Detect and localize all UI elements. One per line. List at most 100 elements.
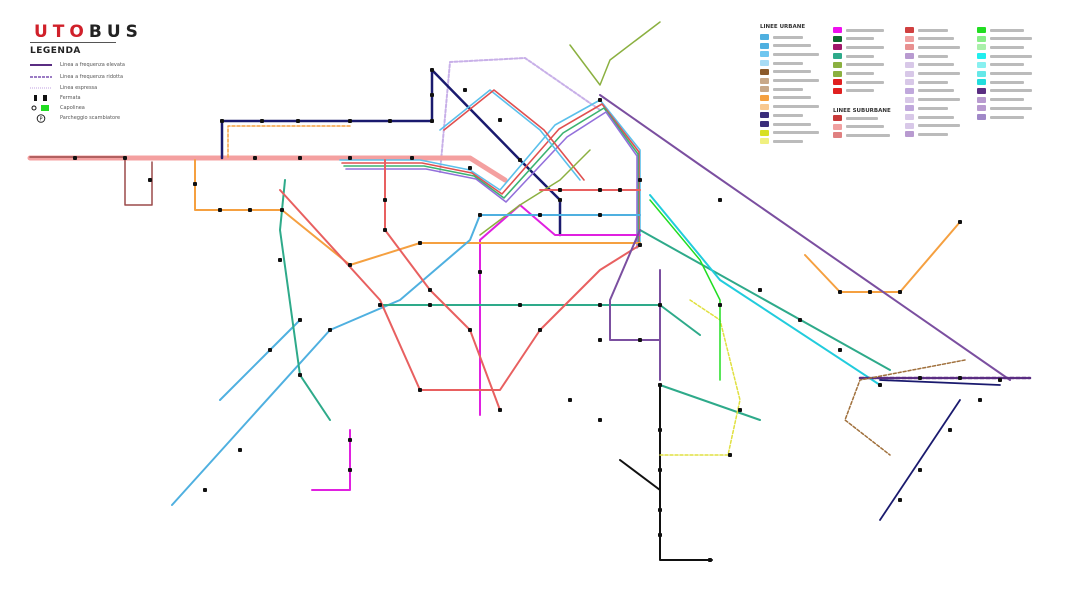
stop-marker[interactable]	[598, 418, 602, 422]
stop-marker[interactable]	[348, 438, 352, 442]
line-legend-item	[833, 61, 884, 69]
stop-marker[interactable]	[348, 263, 352, 267]
stop-marker[interactable]	[378, 303, 382, 307]
stop-marker[interactable]	[868, 290, 872, 294]
stop-marker[interactable]	[638, 243, 642, 247]
stop-marker[interactable]	[658, 508, 662, 512]
line-legend-item	[905, 104, 948, 112]
stop-marker[interactable]	[598, 303, 602, 307]
stop-marker[interactable]	[463, 88, 467, 92]
stop-marker[interactable]	[948, 428, 952, 432]
stop-marker[interactable]	[598, 338, 602, 342]
stop-marker[interactable]	[758, 288, 762, 292]
stop-marker[interactable]	[148, 178, 152, 182]
stop-marker[interactable]	[388, 119, 392, 123]
stop-marker[interactable]	[428, 303, 432, 307]
stop-marker[interactable]	[958, 220, 962, 224]
stop-marker[interactable]	[478, 270, 482, 274]
stop-marker[interactable]	[538, 213, 542, 217]
stop-marker[interactable]	[220, 119, 224, 123]
line-badge	[833, 53, 842, 60]
stop-marker[interactable]	[558, 188, 562, 192]
line-description	[990, 37, 1032, 41]
stop-marker[interactable]	[498, 408, 502, 412]
stop-marker[interactable]	[478, 213, 482, 217]
line-legend-item	[760, 137, 803, 145]
line-badge	[905, 87, 914, 94]
stop-marker[interactable]	[430, 119, 434, 123]
stop-marker[interactable]	[638, 338, 642, 342]
stop-marker[interactable]	[568, 398, 572, 402]
stop-marker[interactable]	[73, 156, 77, 160]
stop-marker[interactable]	[278, 258, 282, 262]
stop-marker[interactable]	[958, 376, 962, 380]
stop-marker[interactable]	[658, 533, 662, 537]
stop-marker[interactable]	[518, 158, 522, 162]
stop-marker[interactable]	[410, 156, 414, 160]
stop-marker[interactable]	[218, 208, 222, 212]
stop-marker[interactable]	[296, 119, 300, 123]
stop-marker[interactable]	[348, 468, 352, 472]
stop-marker[interactable]	[348, 119, 352, 123]
stop-marker[interactable]	[898, 290, 902, 294]
stop-marker[interactable]	[518, 303, 522, 307]
stop-marker[interactable]	[260, 119, 264, 123]
stop-marker[interactable]	[383, 198, 387, 202]
stop-marker[interactable]	[838, 348, 842, 352]
legend-item-high-frequency: Linea a frequenza elevata	[30, 60, 125, 70]
stop-marker[interactable]	[738, 408, 742, 412]
stop-marker[interactable]	[638, 178, 642, 182]
stop-marker[interactable]	[418, 388, 422, 392]
stop-marker[interactable]	[658, 468, 662, 472]
stop-marker[interactable]	[253, 156, 257, 160]
stop-marker[interactable]	[383, 228, 387, 232]
stop-marker[interactable]	[298, 156, 302, 160]
line-description	[918, 115, 954, 119]
stop-marker[interactable]	[280, 208, 284, 212]
stop-marker[interactable]	[123, 156, 127, 160]
stop-marker[interactable]	[348, 156, 352, 160]
stop-marker[interactable]	[538, 328, 542, 332]
stop-marker[interactable]	[838, 290, 842, 294]
stop-marker[interactable]	[193, 182, 197, 186]
stop-marker[interactable]	[298, 373, 302, 377]
stop-marker[interactable]	[418, 241, 422, 245]
stop-marker[interactable]	[658, 428, 662, 432]
stop-marker[interactable]	[998, 378, 1002, 382]
stop-marker[interactable]	[558, 198, 562, 202]
stop-marker[interactable]	[268, 348, 272, 352]
stop-marker[interactable]	[238, 448, 242, 452]
stop-marker[interactable]	[618, 188, 622, 192]
stop-marker[interactable]	[430, 68, 434, 72]
stop-marker[interactable]	[728, 453, 732, 457]
stop-marker[interactable]	[598, 188, 602, 192]
line-legend-item	[833, 131, 890, 139]
line-legend-item	[905, 35, 954, 43]
line-badge	[977, 53, 986, 60]
dotted-line-icon	[30, 86, 52, 90]
stop-marker[interactable]	[708, 558, 712, 562]
stop-marker[interactable]	[468, 166, 472, 170]
stop-marker[interactable]	[498, 118, 502, 122]
stop-marker[interactable]	[898, 498, 902, 502]
line-badge	[760, 77, 769, 84]
stop-marker[interactable]	[598, 213, 602, 217]
line-legend-item	[977, 35, 1032, 43]
stop-marker[interactable]	[798, 318, 802, 322]
stop-marker[interactable]	[248, 208, 252, 212]
stop-marker[interactable]	[918, 468, 922, 472]
stop-marker[interactable]	[658, 383, 662, 387]
stop-marker[interactable]	[978, 398, 982, 402]
stop-marker[interactable]	[918, 376, 922, 380]
stop-marker[interactable]	[718, 303, 722, 307]
stop-marker[interactable]	[203, 488, 207, 492]
stop-marker[interactable]	[430, 93, 434, 97]
stop-marker[interactable]	[468, 328, 472, 332]
stop-marker[interactable]	[718, 198, 722, 202]
stop-marker[interactable]	[658, 303, 662, 307]
stop-marker[interactable]	[298, 318, 302, 322]
stop-marker[interactable]	[878, 383, 882, 387]
stop-marker[interactable]	[428, 288, 432, 292]
stop-marker[interactable]	[328, 328, 332, 332]
stop-marker[interactable]	[598, 98, 602, 102]
